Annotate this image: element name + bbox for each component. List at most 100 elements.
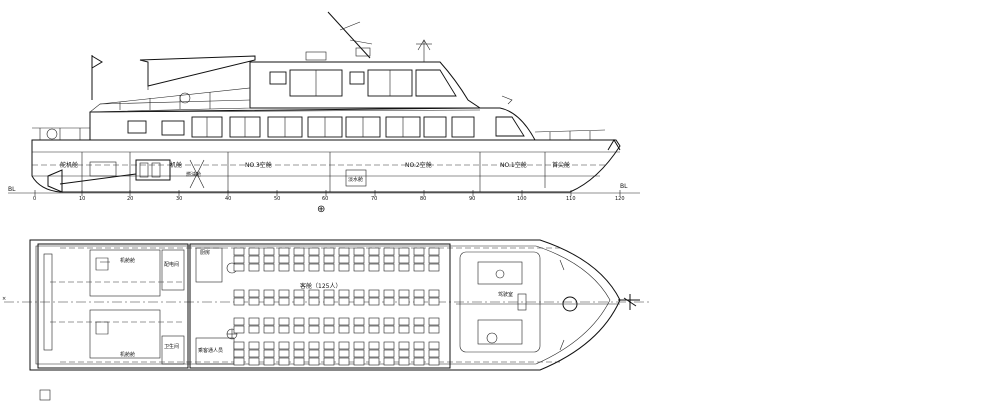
passenger-seat: [368, 255, 380, 264]
passenger-seat: [323, 349, 335, 358]
passenger-seat: [323, 357, 335, 366]
canopy: [139, 55, 256, 87]
passenger-seat: [293, 341, 305, 350]
bow-anchor-icon: [618, 294, 640, 310]
passenger-seat: [293, 247, 305, 256]
fore-railing: [534, 129, 621, 151]
frame-number: 10: [79, 196, 85, 202]
frame-number: 100: [517, 196, 527, 202]
label-generator-room: 配电间: [164, 261, 179, 268]
passenger-seat: [278, 341, 290, 350]
passenger-seat: [368, 357, 380, 366]
engine-room-area: [37, 243, 189, 369]
upper-deck-windows: [269, 69, 457, 97]
passenger-seat: [368, 341, 380, 350]
frame-number: 110: [566, 196, 576, 202]
bl-label-right: BL: [620, 183, 628, 190]
label-engine-room-left: 机舱舱: [120, 257, 135, 264]
passenger-seat: [263, 341, 275, 350]
seat-layout: [233, 247, 440, 366]
passenger-seat: [323, 263, 335, 272]
passenger-seat: [368, 289, 380, 298]
name-plate: [305, 51, 327, 61]
passenger-seat: [263, 325, 275, 334]
passenger-seat: [248, 349, 260, 358]
passenger-seat: [383, 325, 395, 334]
passenger-seat: [233, 297, 245, 306]
passenger-seat: [278, 263, 290, 272]
label-engine-room: 机舱: [170, 161, 182, 169]
passenger-seat: [278, 297, 290, 306]
passenger-seat: [293, 263, 305, 272]
passenger-seat: [398, 349, 410, 358]
passenger-seat: [413, 325, 425, 334]
passenger-seat: [368, 349, 380, 358]
engine-room-left: [89, 249, 161, 297]
passenger-seat: [278, 325, 290, 334]
frame-number: 60: [322, 196, 328, 202]
passenger-seat: [323, 255, 335, 264]
passenger-seat: [323, 289, 335, 298]
passenger-seat: [248, 325, 260, 334]
profile-view: 0 10 20 30 40 50 60 70 80 90 100 110 120…: [8, 11, 640, 215]
passenger-seat: [368, 317, 380, 326]
passenger-seat: [278, 255, 290, 264]
aft-railing: [32, 127, 90, 140]
frame-numbers: 0 10 20 30 40 50 60 70 80 90 100 110 120: [33, 196, 625, 202]
passenger-seat: [233, 325, 245, 334]
legend-box: [39, 389, 51, 401]
passenger-seat: [278, 289, 290, 298]
hull-outline: [31, 139, 621, 193]
passenger-seat: [308, 247, 320, 256]
passenger-seat: [323, 325, 335, 334]
passenger-seat: [383, 255, 395, 264]
passenger-seat: [233, 255, 245, 264]
passenger-seat: [338, 349, 350, 358]
passenger-seat: [353, 255, 365, 264]
passenger-seat: [413, 263, 425, 272]
passenger-seat: [338, 247, 350, 256]
frame-number: 0: [33, 196, 36, 202]
passenger-seat: [323, 341, 335, 350]
pantry-area: [195, 247, 223, 283]
label-toilet: 卫生间: [164, 343, 179, 350]
passenger-seat: [413, 297, 425, 306]
passenger-seat: [383, 297, 395, 306]
passenger-seat: [233, 349, 245, 358]
label-fresh-water: 淡水舱: [348, 176, 363, 183]
passenger-seat: [308, 297, 320, 306]
frame-number: 50: [274, 196, 280, 202]
engine-room-right: [89, 309, 161, 359]
passenger-seat: [413, 255, 425, 264]
radar-icon: [416, 39, 432, 62]
svg-text:×: ×: [2, 296, 6, 302]
passenger-seat: [428, 289, 440, 298]
passenger-seat: [368, 325, 380, 334]
label-fuel-tank: 燃油舱: [186, 171, 201, 178]
passenger-seat: [248, 247, 260, 256]
passenger-seat: [338, 297, 350, 306]
engine-block: [135, 159, 171, 181]
midship-mark: ⊕: [317, 204, 325, 215]
passenger-seat: [293, 357, 305, 366]
passenger-seat: [353, 317, 365, 326]
frame-number: 20: [127, 196, 133, 202]
passenger-seat: [383, 357, 395, 366]
passenger-seat: [383, 341, 395, 350]
passenger-seat: [278, 247, 290, 256]
passenger-seat: [308, 349, 320, 358]
sun-deck-posts: [119, 92, 211, 110]
passenger-seat: [353, 247, 365, 256]
passenger-seat: [338, 289, 350, 298]
fresh-water-tank: [345, 169, 367, 187]
passenger-seat: [278, 317, 290, 326]
mast: [305, 11, 373, 61]
passenger-seat: [398, 263, 410, 272]
chart-table: [477, 319, 523, 345]
generator-room: [161, 249, 185, 291]
passenger-seat: [308, 325, 320, 334]
passenger-seat: [233, 317, 245, 326]
passenger-seat: [338, 341, 350, 350]
passenger-seat: [353, 289, 365, 298]
bl-label-left: BL: [8, 186, 16, 193]
